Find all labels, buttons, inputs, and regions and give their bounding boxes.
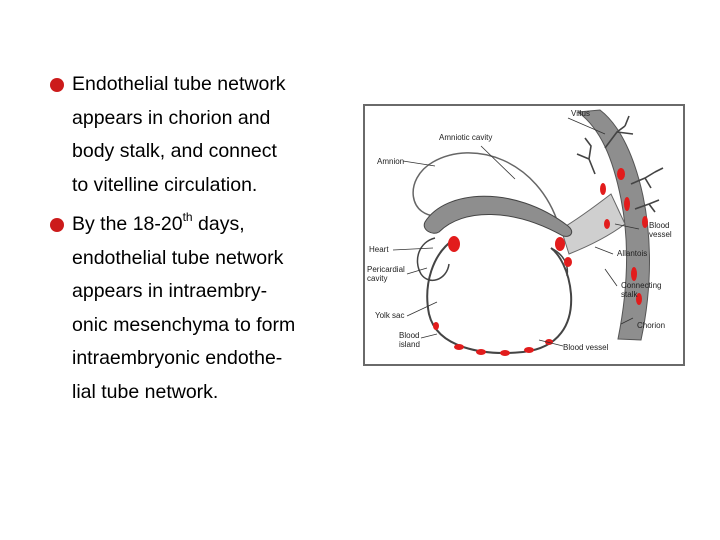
connecting-stalk-shape — [560, 193, 626, 255]
bullet-dot-icon — [50, 78, 64, 92]
label-villus: Villus — [571, 109, 590, 118]
label-allantois: Allantois — [617, 249, 647, 258]
bullet-list: Endothelial tube network appears in chor… — [50, 68, 355, 415]
bullet-1-line-3: body stalk, and connect — [72, 140, 277, 162]
leader-lines — [392, 117, 640, 347]
yolk-sac-wall — [426, 239, 573, 354]
bullet-2-line-4: onic mesenchyma to form — [72, 313, 296, 336]
embryonic-disc — [423, 195, 573, 237]
label-blood-vessel-bottom: Blood vessel — [563, 343, 609, 352]
label-chorion: Chorion — [637, 321, 665, 330]
label-amnion: Amnion — [377, 157, 404, 166]
amnion-outline — [412, 152, 560, 227]
bullet-2-line-3: appears in intraembry- — [72, 280, 268, 302]
vessel-blobs — [433, 168, 648, 356]
bullet-2-superscript: th — [182, 209, 193, 224]
label-amniotic-cavity: Amniotic cavity — [439, 133, 492, 142]
bullet-1-line-1: Endothelial tube network — [72, 73, 286, 95]
bullet-2-line-1-post: days, — [192, 213, 245, 235]
bullet-2-line-5: intraembryonic endothe- — [72, 347, 283, 369]
bullet-2-line-6: lial tube network. — [72, 380, 219, 403]
allantois-duct — [550, 247, 569, 277]
bullet-item-1: Endothelial tube network appears in chor… — [50, 68, 355, 202]
bullet-1-line-2: appears in chorion and — [72, 106, 271, 129]
label-yolk-sac: Yolk sac — [375, 311, 405, 320]
chorion-band — [576, 109, 650, 341]
villus-branches — [576, 115, 664, 213]
bullet-2-line-1-pre: By the 18-20 — [72, 213, 183, 235]
bullet-2-line-1: By the 18-20th days, — [72, 208, 355, 242]
bullet-item-2: By the 18-20th days, endothelial tube ne… — [50, 208, 355, 409]
bullet-1-line-4: to vitelline circulation. — [72, 173, 258, 196]
bullet-dot-icon — [50, 218, 64, 232]
pericardial-cavity-wall — [416, 237, 450, 282]
label-heart: Heart — [369, 245, 389, 254]
bullet-2-line-2: endothelial tube network — [72, 246, 284, 269]
